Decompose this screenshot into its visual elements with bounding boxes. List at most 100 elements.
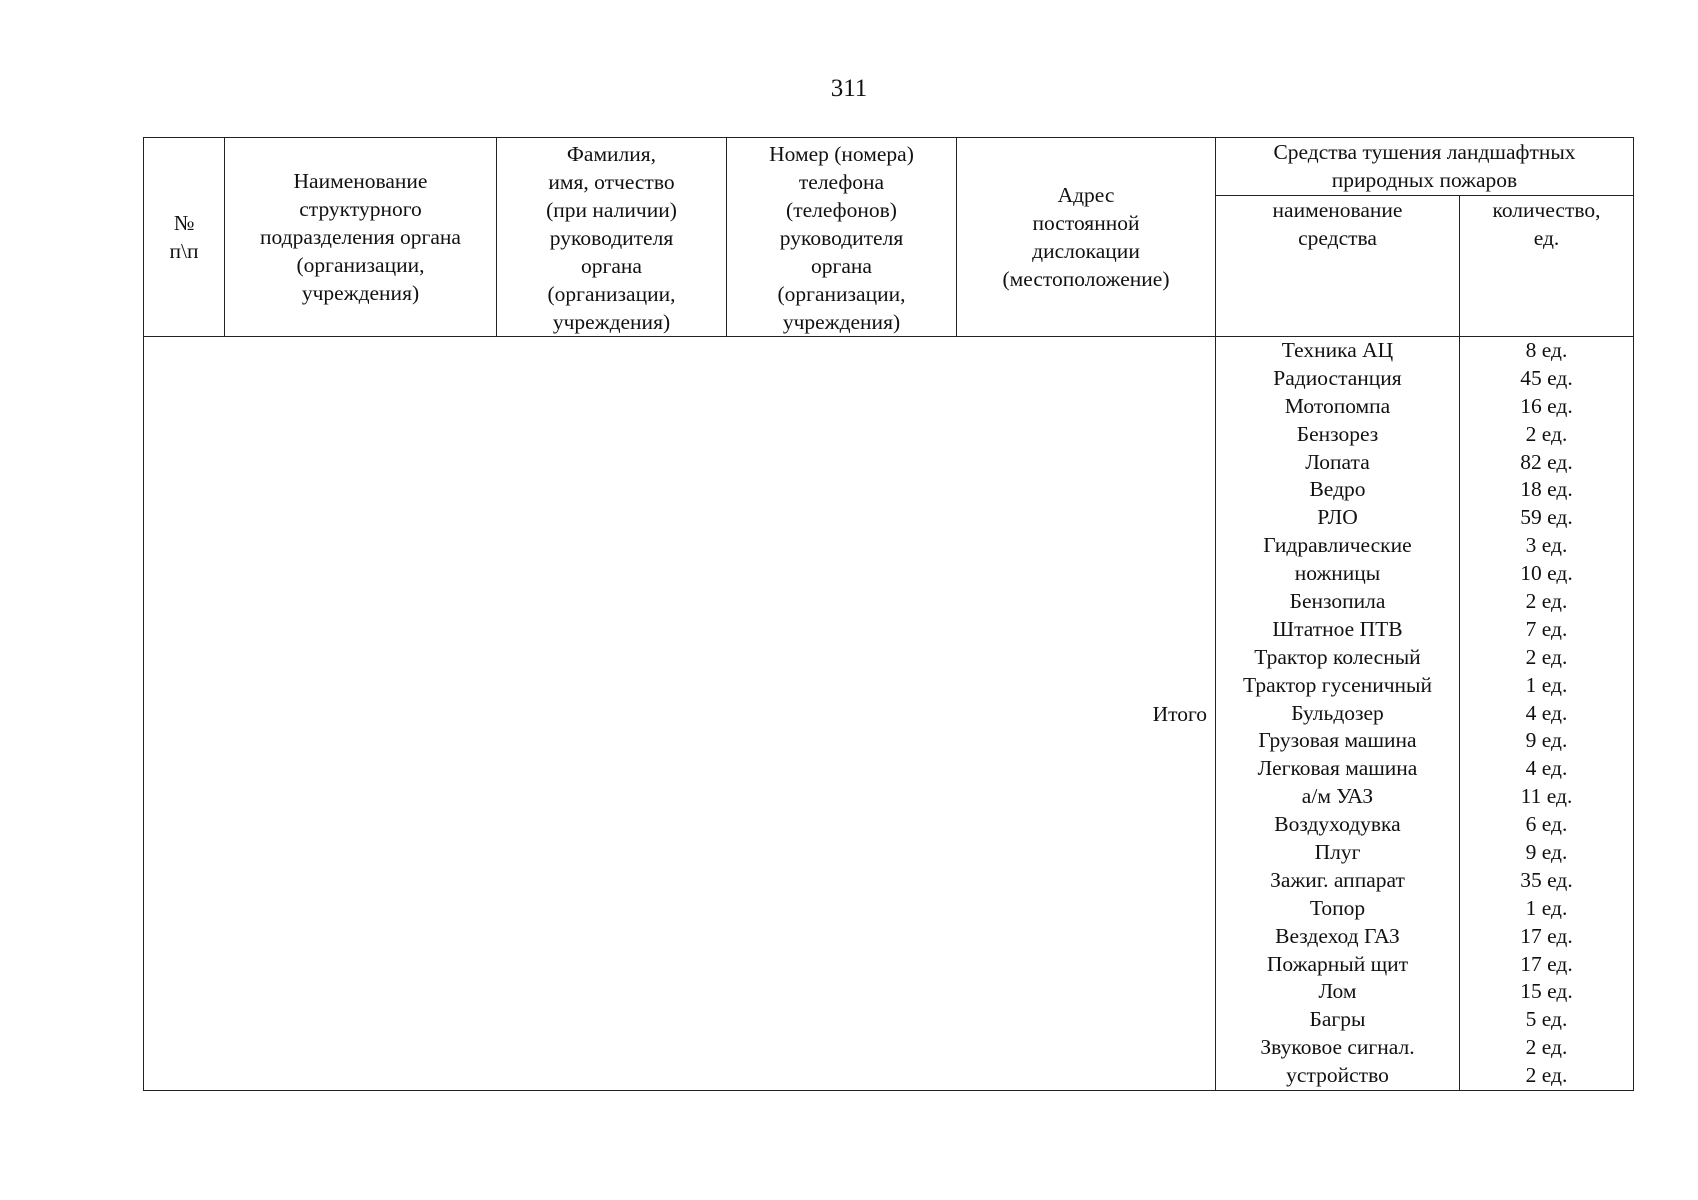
header-text-line: природных пожаров [1331,168,1518,193]
equipment-quantity: 2 ед. [1525,421,1568,446]
equipment-quantity: 3 ед. [1525,533,1568,558]
equipment-quantity: 9 ед. [1525,728,1568,753]
equipment-quantity: 2 ед. [1525,1063,1568,1088]
equipment-quantity: 1 ед. [1525,895,1568,920]
equipment-name: Штатное ПТВ [1272,616,1403,641]
header-text-line: Средства тушения ландшафтных [1273,140,1576,165]
header-group-fire-equipment: Средства тушения ландшафтных природных по… [1215,137,1634,196]
header-text-line: постоянной [1032,211,1140,235]
equipment-name: Ведро [1309,477,1366,502]
equipment-name: Звуковое сигнал. [1260,1035,1415,1060]
header-text-line: учреждения) [301,281,420,305]
total-row-blank [143,335,957,1092]
header-col-number: № п\п [143,137,225,337]
equipment-quantity: 8 ед. [1525,338,1568,362]
header-text-line: структурного [299,197,422,221]
equipment-name: Лопата [1305,449,1370,474]
header-row-1: № п\п Наименование структурного подразделен… [143,137,1634,337]
equipment-name: Топор [1309,895,1366,920]
equipment-name: Бензорез [1296,421,1379,446]
equipment-quantity: 17 ед. [1520,923,1573,948]
header-text-line: ед. [1533,225,1560,250]
equipment-quantity-list: 8 ед. 45 ед. 16 ед. 2 ед. 82 ед. 18 ед. 59 ед.… [1459,335,1634,1092]
header-text-line: (организации, [296,253,425,277]
equipment-name: Бензопила [1289,589,1386,614]
header-text-line: Номер (номера) [769,142,914,166]
header-text-line: (местоположение) [1002,267,1170,291]
equipment-quantity: 82 ед. [1520,449,1573,474]
header-text-line: Наименование [293,169,428,193]
equipment-name: Бульдозер [1291,700,1384,725]
equipment-quantity: 2 ед. [1525,1035,1568,1060]
equipment-name: Багры [1309,1007,1366,1032]
equipment-name: Техника АЦ [1281,338,1394,362]
equipment-quantity: 1 ед. [1525,672,1568,697]
equipment-quantity: 45 ед. [1520,365,1573,390]
header-text-line: (при наличии) [546,198,677,222]
header-sub-equipment-quantity: количество, ед. [1459,194,1634,338]
total-label: Итого [956,335,1216,1092]
header-col-head-phone: Номер (номера) телефона (телефонов) руковод… [726,137,957,337]
equipment-name: Трактор гусеничный [1243,672,1432,697]
equipment-quantity: 5 ед. [1525,1007,1568,1032]
equipment-quantity: 11 ед. [1520,784,1573,809]
equipment-quantity: 59 ед. [1520,505,1573,530]
header-text-line: п\п [169,239,199,263]
equipment-name: Радиостанция [1273,365,1402,390]
equipment-name: Трактор колесный [1254,644,1421,669]
header-text-line: № [173,211,195,235]
equipment-quantity: 16 ед. [1520,393,1573,418]
equipment-name: Грузовая машина [1258,728,1417,753]
header-text-line: руководителя [549,226,674,250]
equipment-name: РЛО [1317,505,1358,530]
header-text-line: наименование [1272,197,1403,222]
equipment-quantity: 10 ед. [1520,561,1573,586]
equipment-table: № п\п Наименование структурного подразделен… [143,137,1634,1092]
equipment-quantity: 4 ед. [1525,700,1568,725]
equipment-name: Воздуходувка [1274,812,1401,837]
equipment-name: Легковая машина [1257,756,1418,781]
equipment-quantity: 2 ед. [1525,589,1568,614]
header-text-line: Фамилия, [566,142,657,166]
header-text-line: телефона [798,170,885,194]
header-text-line: учреждения) [782,310,901,334]
header-text-line: органа [811,254,872,278]
header-sub-equipment-name: наименование средства [1215,194,1460,338]
header-text-line: (организации, [777,282,906,306]
header-col-head-fullname: Фамилия, имя, отчество (при наличии) руково… [496,137,727,337]
header-row-2: наименование средства количество, ед. [144,194,1634,338]
equipment-quantity: 4 ед. [1525,756,1568,781]
equipment-quantity: 2 ед. [1525,644,1568,669]
equipment-name: а/м УАЗ [1301,784,1374,809]
header-text-line: дислокации [1032,239,1140,263]
equipment-quantity: 6 ед. [1525,812,1568,837]
equipment-name: Вездеход ГАЗ [1275,923,1400,948]
page-number: 311 [830,75,868,102]
equipment-quantity: 15 ед. [1520,979,1573,1004]
equipment-quantity: 9 ед. [1525,840,1568,865]
header-col-address: Адрес постоянной дислокации (местоположение… [956,137,1216,337]
equipment-name: Пожарный щит [1266,951,1409,976]
header-text-line: (организации, [547,282,676,306]
equipment-quantity: 7 ед. [1525,616,1568,641]
header-text-line: органа [581,254,642,278]
header-text-line: Адрес [1057,183,1115,207]
header-text-line: количество, [1492,197,1601,222]
equipment-name: Гидравлические [1263,533,1412,558]
equipment-name: Плуг [1314,840,1361,865]
header-text-line: руководителя [779,226,904,250]
header-text-line: (телефонов) [786,198,897,222]
equipment-name: Лом [1318,979,1357,1004]
header-text-line: имя, отчество [548,170,675,194]
equipment-name: Мотопомпа [1284,393,1391,418]
header-text-line: учреждения) [552,310,671,334]
equipment-quantity: 35 ед. [1520,867,1573,892]
equipment-quantity: 18 ед. [1520,477,1573,502]
equipment-quantity: 17 ед. [1520,951,1573,976]
equipment-name: ножницы [1294,561,1381,586]
header-text-line: средства [1298,225,1377,250]
equipment-name: Зажиг. аппарат [1270,867,1405,892]
header-text-line: подразделения органа [260,225,461,249]
